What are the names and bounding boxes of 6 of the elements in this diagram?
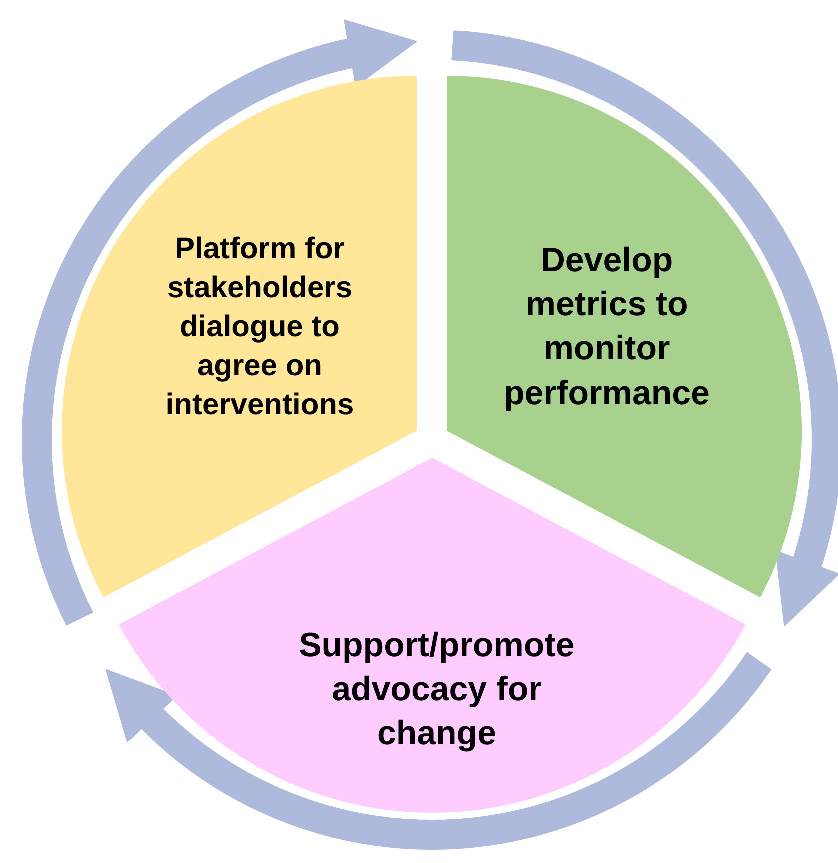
pie-sector — [118, 458, 746, 813]
sector-label: Support/promote advocacy for change — [298, 626, 576, 756]
pie-sector — [62, 76, 417, 598]
pie-sector — [447, 76, 802, 598]
sector-label: Platform for stakeholders dialogue to agree on interventions — [164, 231, 356, 424]
sector-label: Develop metrics to monitor performance — [503, 240, 711, 414]
